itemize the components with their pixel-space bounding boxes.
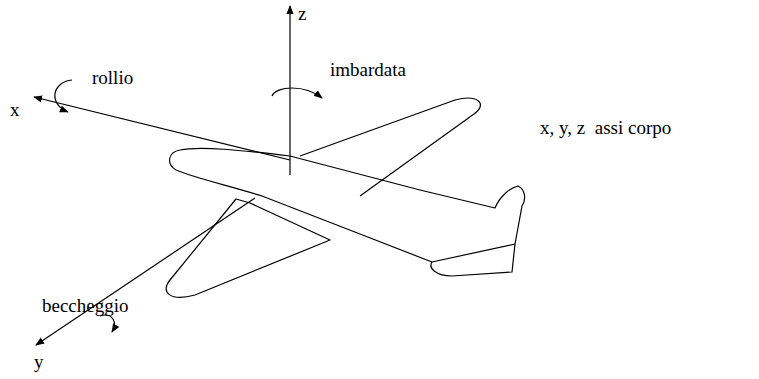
near-wing (166, 199, 330, 297)
fuselage (170, 148, 525, 262)
yaw-arrow (272, 88, 322, 98)
roll-arrow (55, 80, 72, 112)
rotation-label: imbardata (330, 60, 406, 79)
x-axis (34, 97, 290, 160)
caption-note: x, y, z assi corpo (540, 118, 671, 137)
horizontal-stabilizer (431, 244, 515, 276)
y-axis (36, 198, 255, 345)
z-axis (289, 6, 290, 175)
pitch-arrow (100, 315, 114, 332)
rotation-label: rollio (92, 68, 133, 87)
axis-label: y (34, 352, 44, 371)
axis-label: x (10, 100, 20, 119)
far-wing (300, 98, 480, 196)
rotation-label: beccheggio (42, 296, 129, 315)
axis-label: z (298, 4, 306, 23)
